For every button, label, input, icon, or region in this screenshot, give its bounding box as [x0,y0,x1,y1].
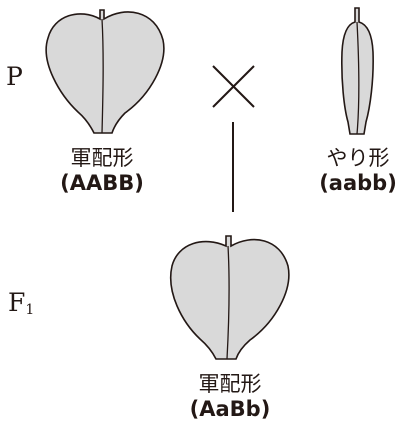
generation-label-p: P [6,64,23,89]
f1-letter: F [8,288,25,317]
parent-right-caption: やり形 (aabb) [298,146,400,196]
parent-left-shape: 軍配形 [42,146,162,171]
parent-right-leaf-icon [342,8,373,134]
parent-left-caption: 軍配形 (AABB) [42,146,162,196]
parent-right-shape: やり形 [298,146,400,171]
offspring-shape: 軍配形 [170,372,290,397]
parent-left-genotype: (AABB) [42,171,162,196]
parent-right-genotype: (aabb) [298,171,400,196]
parent-left-leaf-icon [46,10,164,133]
f1-subscript: 1 [25,302,34,318]
offspring-leaf-icon [171,236,289,359]
offspring-genotype: (AaBb) [170,397,290,422]
cross-symbol [213,66,254,107]
generation-label-f1: F1 [8,290,34,317]
offspring-caption: 軍配形 (AaBb) [170,372,290,422]
